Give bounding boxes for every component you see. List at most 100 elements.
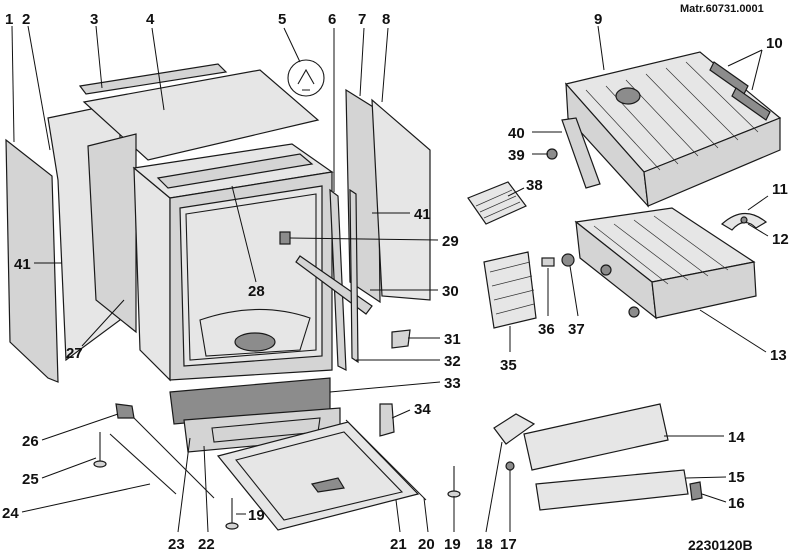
leader-4 — [151, 27, 165, 111]
callout-12: 12 — [772, 231, 789, 248]
tub-sump — [199, 308, 311, 357]
leader-9 — [597, 25, 605, 71]
part-34-hinge — [379, 403, 395, 437]
callout-35: 35 — [500, 357, 517, 374]
callout-26: 26 — [22, 433, 39, 450]
part-13-wheel-a — [600, 264, 612, 276]
part-12-nut — [740, 216, 748, 224]
callout-38: 38 — [526, 177, 543, 194]
part-13-wheel-b — [628, 306, 640, 318]
part-1-side-panel — [5, 138, 59, 383]
part-9-upper-basket-side — [643, 117, 781, 207]
part-35-cutlery-basket — [483, 251, 537, 329]
leader-2 — [27, 25, 51, 151]
part-27-insulation — [87, 133, 137, 334]
callout-24: 24 — [2, 505, 19, 522]
callout-41-left: 41 — [14, 256, 31, 273]
part-5-detail-circle — [287, 59, 325, 97]
leader-18 — [485, 441, 503, 533]
leader-25 — [41, 457, 97, 479]
part-24-spring — [109, 433, 177, 495]
part-40-bracket — [561, 117, 601, 189]
callout-2: 2 — [22, 11, 30, 28]
part-14-panel — [523, 403, 669, 471]
leader-21 — [395, 499, 401, 533]
part-9-basket-rack — [585, 61, 759, 171]
callout-41-right: 41 — [414, 206, 431, 223]
callout-23: 23 — [168, 536, 185, 553]
part-10-rail-b — [731, 87, 771, 121]
callout-21: 21 — [390, 536, 407, 553]
part-3-top-rail — [78, 63, 228, 95]
leader-10a — [727, 49, 763, 67]
leader-34 — [391, 409, 411, 419]
part-18-dispenser — [493, 413, 536, 445]
callout-36: 36 — [538, 321, 555, 338]
part-25-foot-base — [93, 460, 107, 468]
part-13-basket-rack — [593, 215, 729, 285]
callout-10: 10 — [766, 35, 783, 52]
part-20-spring — [345, 419, 427, 501]
callout-1: 1 — [5, 11, 13, 28]
part-19-foot-left-base — [225, 522, 239, 530]
callout-34: 34 — [414, 401, 431, 418]
part-35-basket-grid — [489, 261, 535, 315]
callout-30: 30 — [442, 283, 459, 300]
callout-7: 7 — [358, 11, 366, 28]
part-21-door-handle — [310, 477, 345, 493]
callout-14: 14 — [728, 429, 745, 446]
leader-33 — [329, 381, 441, 393]
leader-5 — [283, 27, 301, 63]
callout-5: 5 — [278, 11, 286, 28]
part-38-tray-grid — [475, 189, 521, 219]
part-29-mount — [279, 231, 291, 245]
leader-12 — [747, 223, 769, 237]
leader-15 — [685, 476, 727, 479]
callout-17: 17 — [500, 536, 517, 553]
part-17-washer — [505, 461, 515, 471]
drawing-code: 2230120B — [688, 537, 753, 553]
callout-8: 8 — [382, 11, 390, 28]
tub-left-wall — [133, 166, 171, 382]
callout-19-right: 19 — [444, 536, 461, 553]
callout-15: 15 — [728, 469, 745, 486]
part-21-door — [216, 421, 420, 531]
part-8-side-panel — [371, 98, 431, 301]
callout-6: 6 — [328, 11, 336, 28]
leader-26 — [41, 413, 119, 441]
leader-11 — [747, 195, 769, 211]
part-15-strip — [535, 469, 689, 511]
callout-31: 31 — [444, 331, 461, 348]
part-9-spray-arm-hub — [615, 87, 641, 105]
callout-32: 32 — [444, 353, 461, 370]
part-26-cable — [133, 417, 215, 499]
callout-4: 4 — [146, 11, 155, 28]
leader-22 — [203, 445, 209, 533]
part-37-wheel — [561, 253, 575, 267]
callout-29: 29 — [442, 233, 459, 250]
leader-28 — [231, 185, 257, 283]
leader-37 — [569, 265, 579, 317]
callout-20: 20 — [418, 536, 435, 553]
tub-gasket — [185, 193, 317, 361]
callout-28: 28 — [248, 283, 265, 300]
part-39-wheel — [546, 148, 558, 160]
callout-22: 22 — [198, 536, 215, 553]
part-32-strip — [349, 188, 359, 364]
part-38-tray — [467, 181, 527, 225]
drawing-reference: Matr.60731.0001 — [680, 3, 764, 15]
leader-13 — [699, 309, 767, 353]
leader-10b — [751, 49, 763, 91]
part-5-clip — [297, 68, 315, 91]
leader-16 — [701, 493, 727, 503]
leader-7 — [359, 27, 365, 97]
callout-9: 9 — [594, 11, 602, 28]
part-28-top-frame — [156, 153, 314, 189]
tub-sump-filter — [234, 332, 276, 352]
leader-20 — [423, 497, 429, 533]
tub-inner — [179, 185, 323, 367]
callout-16: 16 — [728, 495, 745, 512]
callout-40: 40 — [508, 125, 525, 142]
callout-25: 25 — [22, 471, 39, 488]
